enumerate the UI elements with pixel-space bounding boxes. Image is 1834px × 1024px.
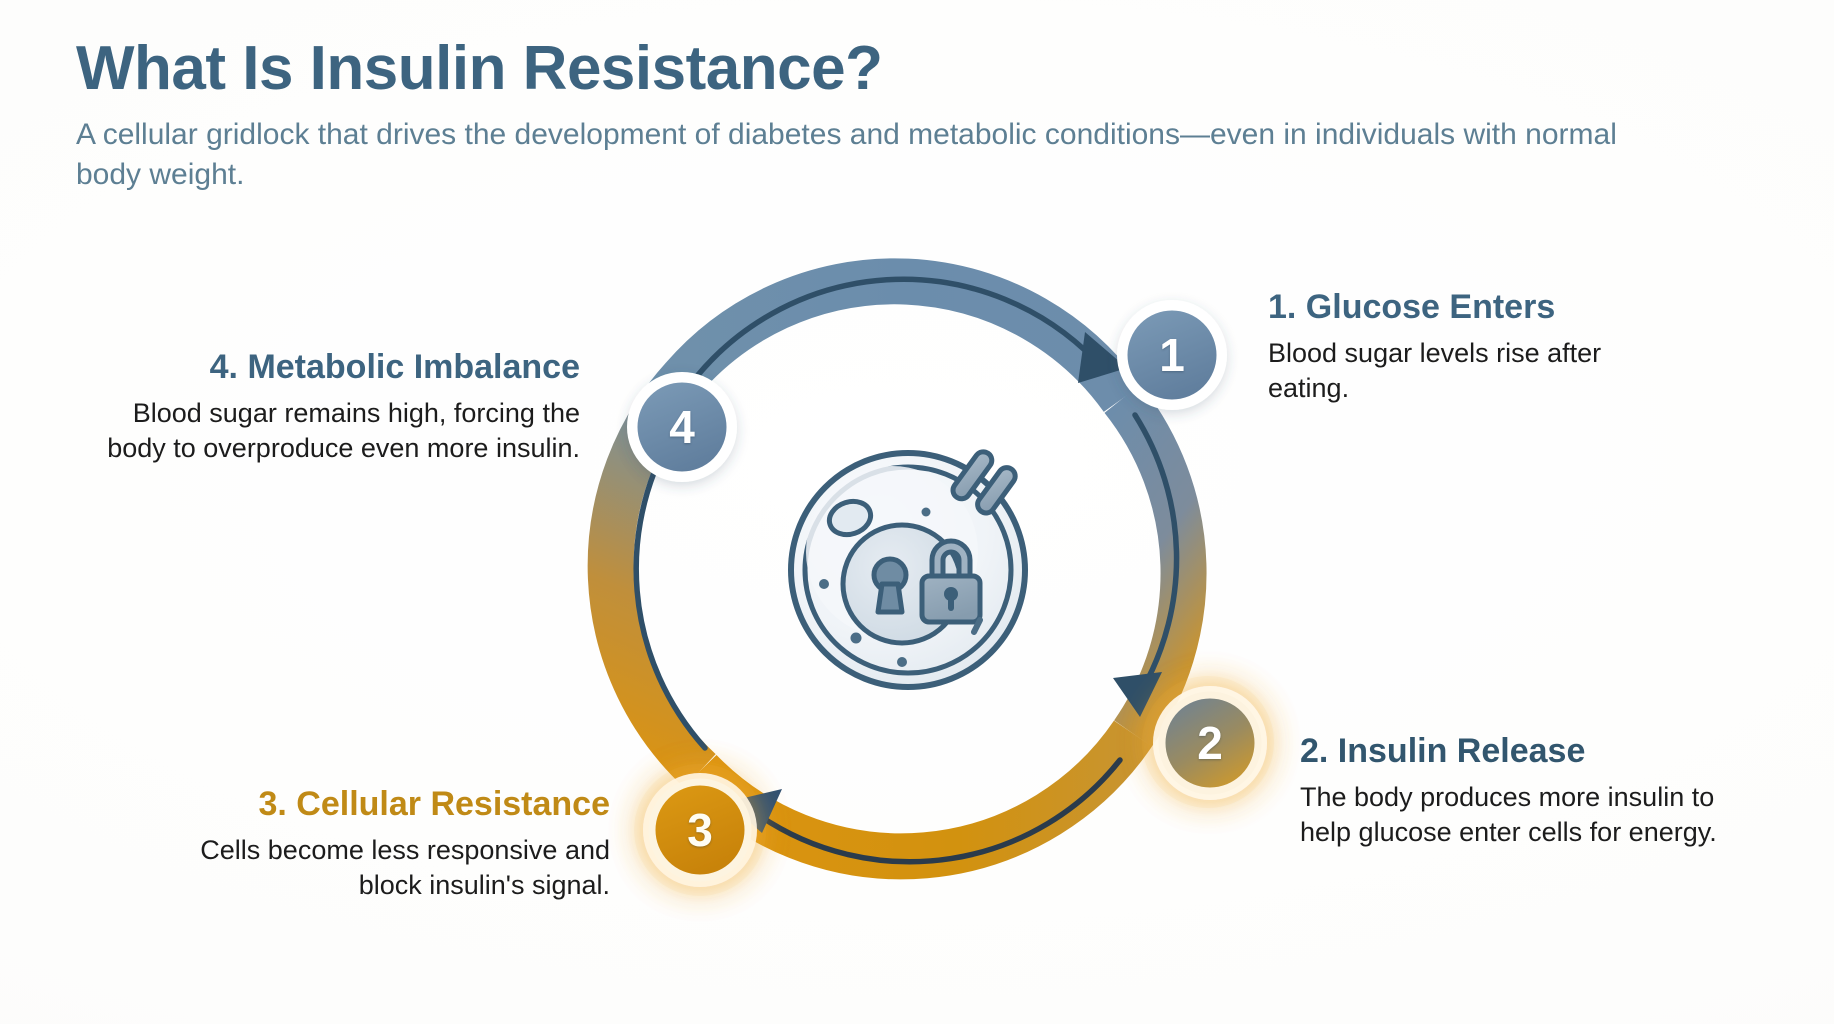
step-4-heading: 4. Metabolic Imbalance [209, 348, 580, 386]
insulin-receptor-key-icon [950, 449, 1018, 516]
step-marker-4-number[interactable]: 4 [669, 401, 695, 453]
step-1-heading: 1. Glucose Enters [1268, 288, 1556, 326]
arrow-line-2 [1113, 412, 1180, 717]
locked-cell-icon [788, 449, 1028, 690]
step-2-heading: 2. Insulin Release [1300, 732, 1586, 770]
step-2-body: The body produces more insulin to help g… [1300, 782, 1717, 847]
step-block-cellular-resistance: 3. Cellular Resistance Cells become less… [170, 785, 610, 902]
arc-segment-1-top [665, 258, 1142, 412]
page-title: What Is Insulin Resistance? [76, 34, 883, 103]
step-block-insulin-release: 2. Insulin Release The body produces mor… [1300, 732, 1730, 849]
step-block-glucose-enters: 1. Glucose Enters Blood sugar levels ris… [1268, 288, 1688, 405]
step-4-body: Blood sugar remains high, forcing the bo… [107, 398, 580, 463]
arrow-line-3 [727, 757, 1123, 865]
step-marker-3-number[interactable]: 3 [687, 804, 713, 856]
step-1-body: Blood sugar levels rise after eating. [1268, 338, 1602, 403]
step-3-body: Cells become less responsive and block i… [200, 835, 610, 900]
arrow-line-1 [687, 276, 1127, 388]
keyhole-icon [871, 556, 909, 615]
step-block-metabolic-imbalance: 4. Metabolic Imbalance Blood sugar remai… [100, 348, 580, 465]
arc-segment-3-bottom [683, 720, 1153, 880]
arc-segment-2-right [1104, 384, 1207, 747]
step-marker-1-number[interactable]: 1 [1159, 329, 1185, 381]
page-subtitle: A cellular gridlock that drives the deve… [76, 118, 1617, 191]
header: What Is Insulin Resistance? A cellular g… [76, 36, 1696, 194]
step-marker-2-number[interactable]: 2 [1197, 717, 1223, 769]
padlock-icon [919, 538, 983, 625]
step-3-heading: 3. Cellular Resistance [258, 785, 610, 823]
